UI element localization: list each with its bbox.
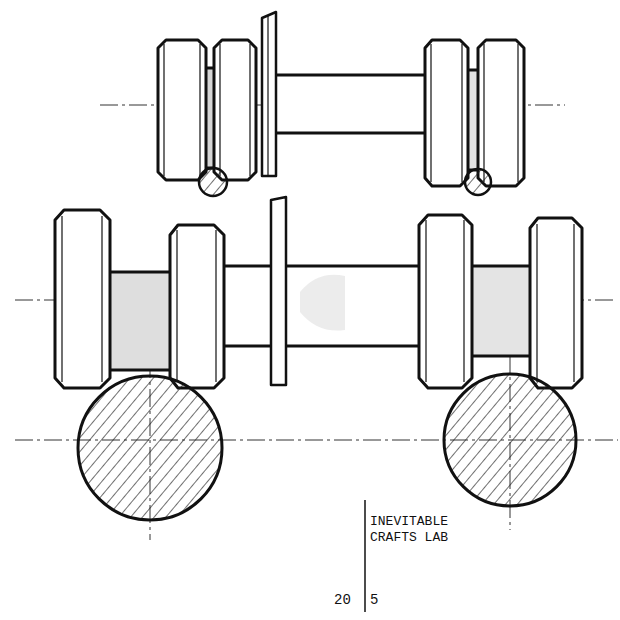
year-part: 5 xyxy=(370,592,378,609)
divider-line xyxy=(364,500,366,612)
year-part: 20 xyxy=(334,592,351,609)
maker-note: INEVITABLE CRAFTS LAB xyxy=(370,514,448,545)
